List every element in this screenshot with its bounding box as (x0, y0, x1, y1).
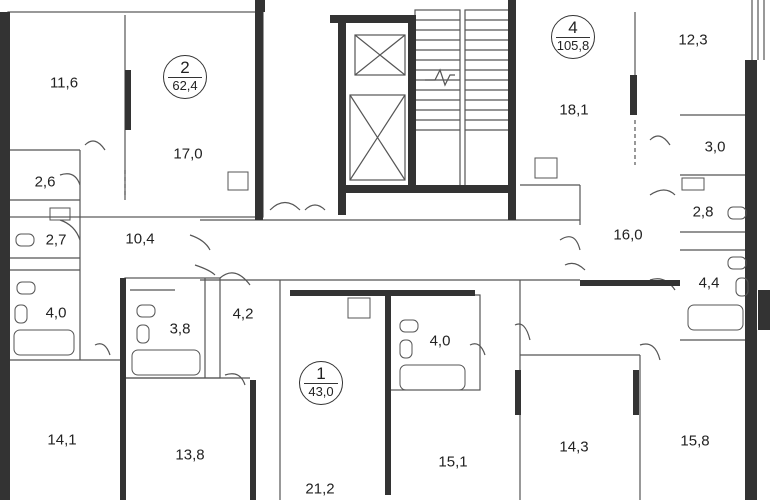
room-area-label: 4,2 (232, 305, 254, 323)
room-area-label: 13,8 (175, 446, 205, 464)
room-area-label: 3,8 (169, 320, 191, 338)
room-area-label: 4,0 (45, 304, 67, 322)
room-area-label: 17,0 (173, 145, 203, 163)
room-area-label: 2,8 (692, 203, 714, 221)
room-area-label: 4,4 (698, 274, 720, 292)
apartment-marker-2: 2 62,4 (163, 55, 207, 99)
room-area-label: 12,3 (678, 31, 708, 49)
room-area-label: 18,1 (559, 101, 589, 119)
apartment-area: 62,4 (172, 78, 198, 93)
divider (168, 77, 202, 78)
room-area-label: 3,0 (704, 138, 726, 156)
fixtures (13, 157, 749, 391)
thin-walls (7, 0, 765, 500)
apartment-number: 4 (568, 18, 578, 37)
room-area-label: 10,4 (125, 230, 155, 248)
room-area-label: 4,0 (429, 332, 451, 350)
divider (556, 37, 590, 38)
apartment-marker-4: 4 105,8 (551, 15, 595, 59)
room-area-label: 21,2 (305, 480, 335, 498)
room-area-label: 11,6 (49, 74, 79, 92)
apartment-area: 43,0 (308, 384, 334, 399)
apartment-marker-1: 1 43,0 (299, 361, 343, 405)
room-area-label: 2,7 (45, 231, 67, 249)
room-area-label: 15,8 (680, 432, 710, 450)
room-area-label: 16,0 (613, 226, 643, 244)
apartment-area: 105,8 (556, 38, 590, 53)
apartment-number: 2 (180, 58, 190, 77)
room-area-label: 14,3 (559, 438, 589, 456)
room-area-label: 2,6 (34, 173, 56, 191)
room-area-label: 14,1 (47, 431, 77, 449)
room-area-label: 15,1 (438, 453, 468, 471)
apartment-number: 1 (316, 364, 326, 383)
divider (304, 383, 338, 384)
